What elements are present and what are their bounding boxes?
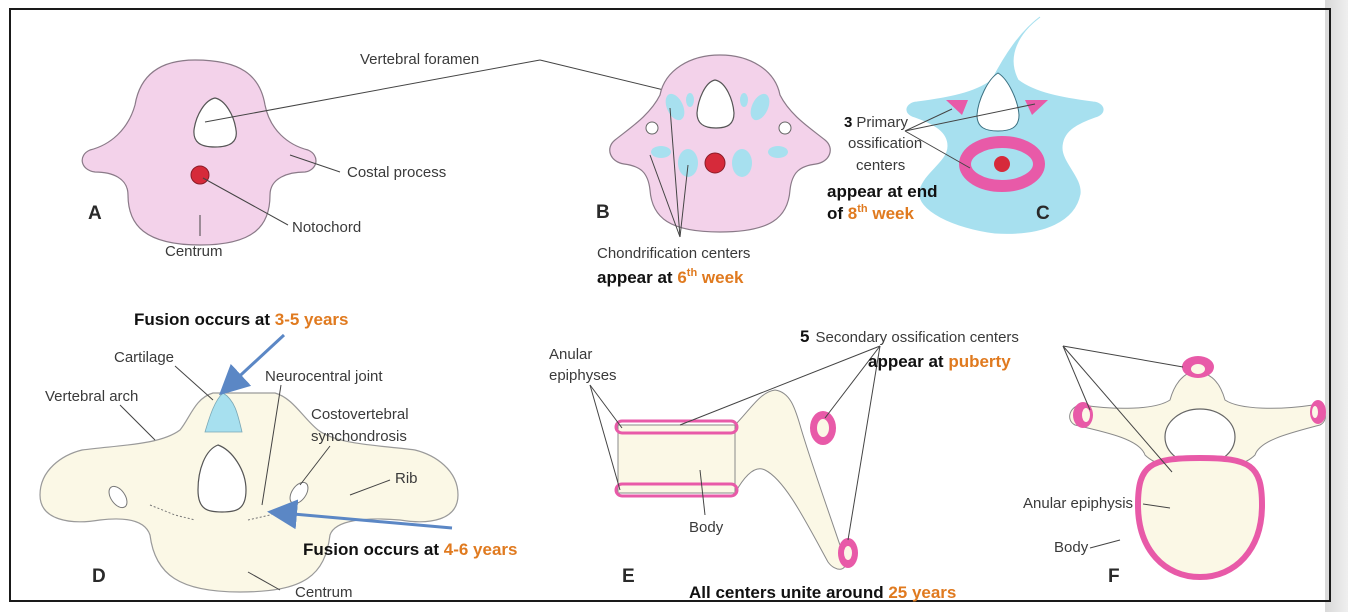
label-anular-epiphysis: Anular epiphysis	[1023, 495, 1133, 512]
chondrification-center-foramen-left	[686, 93, 694, 107]
label-neurocentral-joint: Neurocentral joint	[265, 368, 383, 385]
secondary-ossification-transverse-e-inner	[817, 419, 829, 437]
label-vertebral-foramen: Vertebral foramen	[360, 51, 479, 68]
notochord-a	[191, 166, 209, 184]
secondary-ossification-spinous-f-inner	[1191, 364, 1205, 374]
label-centrum-d: Centrum	[295, 584, 353, 601]
label-anular-epiphyses-2: epiphyses	[549, 367, 617, 384]
secondary-ossification-transverse-f-right-inner	[1312, 406, 1318, 418]
panel-label-f: F	[1108, 566, 1120, 587]
note-week-8-line2: of 8th week	[827, 203, 914, 223]
label-body-f: Body	[1054, 539, 1089, 556]
panel-label-d: D	[92, 566, 106, 587]
notochord-c	[994, 156, 1010, 172]
label-primary-ossification-2: ossification	[848, 135, 922, 152]
chondrification-center-foramen-right	[740, 93, 748, 107]
secondary-ossification-transverse-f-left-inner	[1082, 408, 1090, 422]
label-rib: Rib	[395, 470, 418, 487]
note-unite: All centers unite around 25 years	[689, 583, 956, 602]
label-costovertebral-1: Costovertebral	[311, 406, 409, 423]
chondrification-center-side-right	[768, 146, 788, 158]
note-fusion-top: Fusion occurs at 3-5 years	[134, 310, 348, 329]
label-cartilage: Cartilage	[114, 349, 174, 366]
label-chondrification-centers: Chondrification centers	[597, 245, 750, 262]
vertebra-b	[610, 55, 830, 232]
secondary-ossification-spinous-e-inner	[844, 546, 852, 560]
label-body-e: Body	[689, 519, 724, 536]
notochord-b	[705, 153, 725, 173]
note-fusion-bottom: Fusion occurs at 4-6 years	[303, 540, 517, 559]
label-costal-process: Costal process	[347, 164, 446, 181]
chondrification-center-side-left	[651, 146, 671, 158]
vertebra-a-shape	[82, 60, 316, 245]
label-costovertebral-2: synchondrosis	[311, 428, 407, 445]
label-notochord: Notochord	[292, 219, 361, 236]
note-puberty: appear at puberty	[868, 352, 1011, 371]
panel-label-b: B	[596, 202, 610, 223]
panel-label-c: C	[1036, 203, 1050, 224]
rib-hole-right	[779, 122, 791, 134]
vertebra-f-body	[1138, 458, 1262, 577]
label-centrum-a: Centrum	[165, 243, 223, 260]
label-primary-ossification-3: centers	[856, 157, 905, 174]
chondrification-center-centrum-right	[732, 149, 752, 177]
note-week-8-line1: appear at end	[827, 182, 938, 201]
label-vertebral-arch: Vertebral arch	[45, 388, 138, 405]
label-anular-epiphyses-1: Anular	[549, 346, 592, 363]
chondrification-center-centrum-left	[678, 149, 698, 177]
panel-label-e: E	[622, 566, 635, 587]
vertebra-f	[1070, 356, 1326, 577]
rib-hole-left	[646, 122, 658, 134]
note-week-6: appear at 6th week	[597, 267, 744, 287]
vertebra-e	[616, 390, 858, 569]
panel-label-a: A	[88, 203, 102, 224]
vertebra-a	[82, 60, 316, 245]
